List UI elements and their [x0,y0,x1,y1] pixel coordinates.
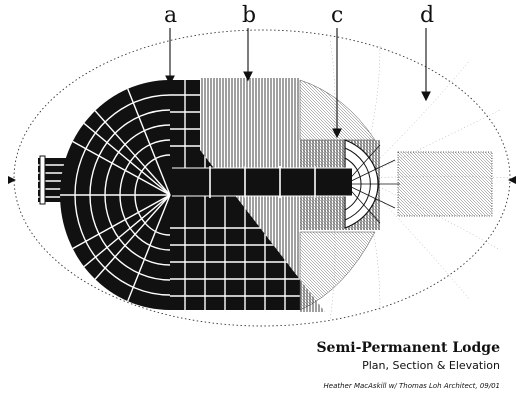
rear-apse [344,139,400,229]
site-boundary [13,29,511,327]
drawing-title: Semi-Permanent Lodge [316,340,500,356]
drawing-credit: Heather MacAskill w/ Thomas Loh Architec… [323,382,500,390]
section-markers [165,28,431,139]
section-label-c: c [331,3,343,28]
section-label-b: b [242,3,256,28]
axis-arrow-left [8,176,16,184]
drawing-subtitle: Plan, Section & Elevation [362,359,500,372]
central-spine [172,166,352,198]
rear-annex [397,151,493,217]
section-label-d: d [420,3,434,28]
axis-arrow-right [508,176,516,184]
section-label-a: a [164,3,177,28]
